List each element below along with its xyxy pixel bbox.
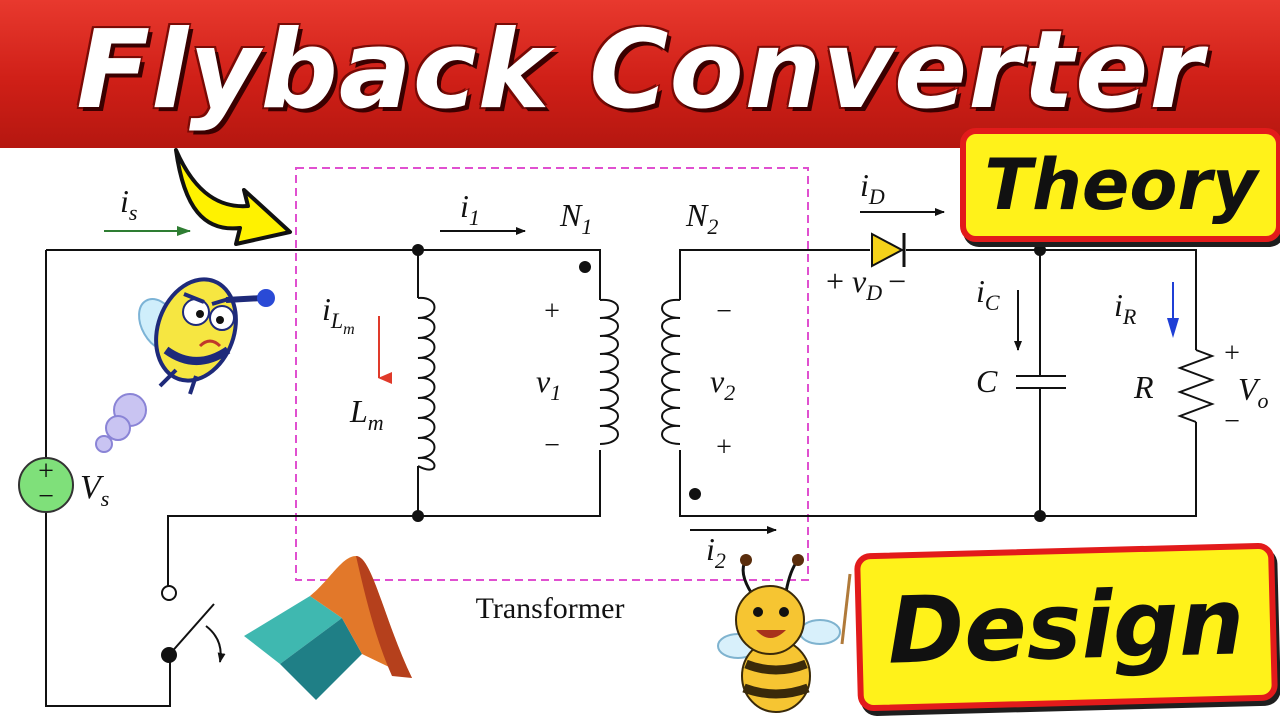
primary-wires <box>45 249 601 707</box>
v2-label: v2 <box>710 363 735 405</box>
i1-label: i1 <box>460 188 480 230</box>
capacitor-label: C <box>976 363 998 399</box>
v2-plus: + <box>716 432 732 463</box>
secondary-dot <box>689 488 701 500</box>
pointer-arrow <box>174 148 292 246</box>
source-minus: − <box>38 481 54 512</box>
vo-label: Vo <box>1238 371 1269 413</box>
transformer-box <box>295 167 809 581</box>
source-label: Vs <box>80 469 109 511</box>
theory-badge: Theory <box>960 128 1280 242</box>
v2-minus: − <box>716 296 732 327</box>
lm-label: Lm <box>349 393 384 435</box>
flying-bee-mascot <box>95 277 275 453</box>
v1-plus: + <box>544 296 560 327</box>
primary-winding <box>599 298 619 445</box>
vo-plus: + <box>1224 338 1240 369</box>
source-plus: + <box>38 456 54 487</box>
lm-inductor <box>417 296 436 471</box>
v1-label: v1 <box>536 363 561 405</box>
capacitor <box>1016 375 1066 389</box>
page-title: Flyback Converter <box>76 8 1204 133</box>
switch <box>161 585 226 663</box>
voltage-source: + − Vs <box>18 456 109 513</box>
design-badge: Design <box>854 542 1278 712</box>
ir-label: iR <box>1114 287 1137 329</box>
vo-minus: − <box>1224 406 1240 437</box>
ic-label: iC <box>976 273 1000 315</box>
v1-minus: − <box>544 430 560 461</box>
id-label: iD <box>860 167 885 209</box>
secondary-winding <box>661 298 681 445</box>
transformer-label: Transformer <box>476 592 625 625</box>
is-label: is <box>120 183 137 225</box>
secondary-wires <box>679 249 1197 517</box>
vd-label: +vD− <box>826 263 906 305</box>
ilm-label: iLm <box>322 291 355 338</box>
primary-dot <box>579 261 591 273</box>
n2-label: N2 <box>685 197 718 239</box>
i2-label: i2 <box>706 531 726 573</box>
resistor-label: R <box>1133 369 1154 405</box>
teacher-bee-mascot <box>717 554 852 713</box>
resistor <box>1177 349 1215 423</box>
matlab-logo <box>244 556 412 700</box>
ir-arrowhead <box>1167 318 1179 338</box>
junction-nodes <box>412 244 1046 522</box>
diode <box>871 232 906 268</box>
n1-label: N1 <box>559 197 592 239</box>
title-banner: Flyback Converter <box>0 0 1280 148</box>
